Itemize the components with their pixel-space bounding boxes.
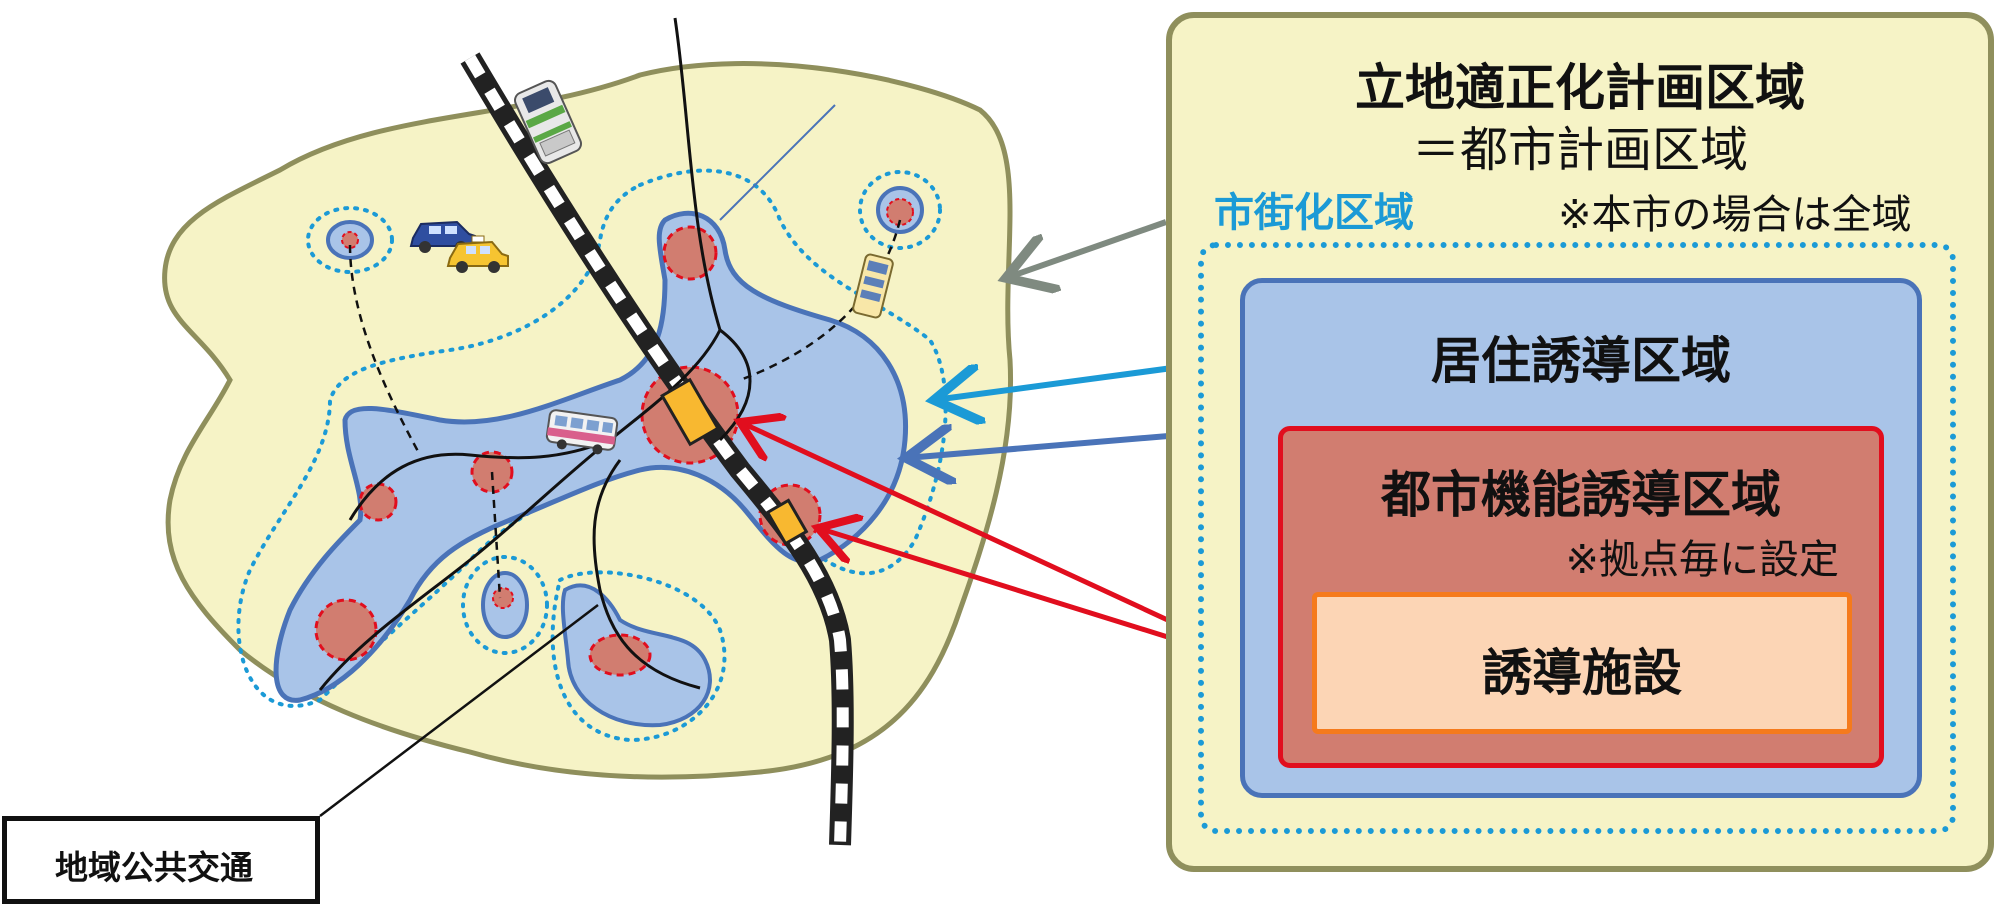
plan-area-title: 立地適正化計画区域 bbox=[1355, 59, 1805, 117]
transit-leader-line bbox=[319, 604, 599, 817]
bus-icon bbox=[545, 409, 619, 455]
urbanization-dots-small-2 bbox=[858, 170, 942, 250]
feeder-route bbox=[348, 244, 422, 456]
whole-city-note: ※本市の場合は全域 bbox=[1558, 192, 1912, 238]
per-hub-note: ※拠点毎に設定 bbox=[1565, 537, 1839, 583]
bus-route bbox=[348, 438, 611, 521]
hub-circle bbox=[314, 598, 378, 662]
station-icon bbox=[765, 498, 809, 546]
train-icon bbox=[514, 79, 582, 165]
hub-circle bbox=[588, 633, 652, 677]
transit-label: 地域公共交通 bbox=[55, 848, 253, 887]
urbanization-dots-small-1 bbox=[306, 206, 394, 274]
urbanization-dots-small-4 bbox=[550, 570, 727, 743]
taxi-icon bbox=[446, 235, 509, 273]
bus-route-thin bbox=[719, 104, 836, 221]
hub-circle bbox=[358, 482, 398, 522]
bus-icon bbox=[852, 253, 894, 319]
hub-circle bbox=[886, 198, 914, 226]
feeder-route bbox=[739, 219, 902, 382]
station-icon bbox=[660, 377, 720, 447]
urbanization-label: 市街化区域 bbox=[1214, 190, 1414, 236]
facility-box: 誘導施設 bbox=[1312, 592, 1852, 734]
hub-circle bbox=[662, 225, 718, 281]
bus-route bbox=[718, 328, 752, 442]
car-icon bbox=[409, 220, 476, 253]
plan-area-subtitle: ＝都市計画区域 bbox=[1411, 122, 1748, 178]
hub-circle bbox=[492, 587, 514, 609]
feeder-route bbox=[490, 471, 502, 599]
bus-route bbox=[592, 459, 701, 690]
urban-function-label: 都市機能誘導区域 bbox=[1381, 466, 1781, 524]
arrow-planning-area bbox=[1006, 219, 1167, 278]
urbanization-dots-small-3 bbox=[461, 555, 549, 655]
bus-route bbox=[673, 17, 722, 331]
residential-label: 居住誘導区域 bbox=[1431, 332, 1731, 390]
urbanization-area-box bbox=[1198, 242, 1956, 834]
facility-label: 誘導施設 bbox=[1482, 644, 1682, 702]
arrow-urbanization-area bbox=[934, 361, 1203, 400]
transit-label-box: 地域公共交通 bbox=[2, 816, 320, 904]
hub-circle bbox=[341, 231, 359, 249]
